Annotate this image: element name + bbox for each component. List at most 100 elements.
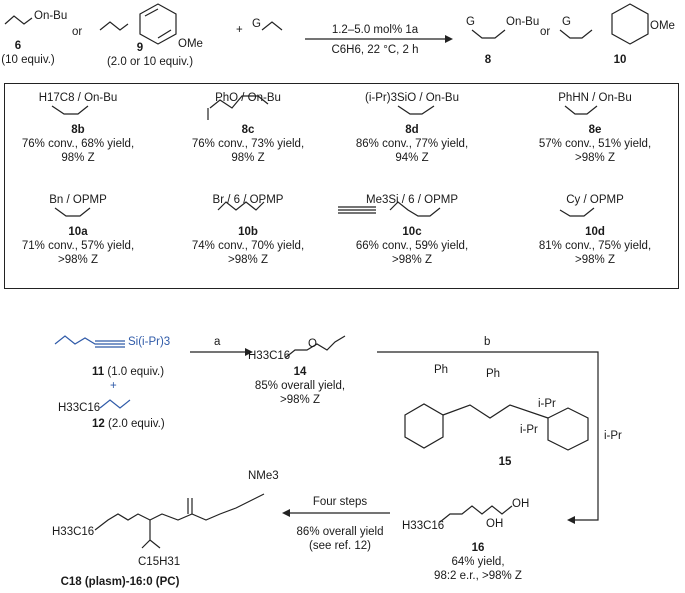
product-10c-struct: Me3Si / 6 / OPMP bbox=[365, 194, 459, 206]
product-8b-struct: H17C8 / On-Bu bbox=[38, 92, 118, 104]
product-8e-line2: >98% Z bbox=[575, 152, 615, 164]
product-10c-number: 10c bbox=[402, 226, 422, 238]
struct-8b-bonds bbox=[51, 105, 89, 115]
product-10a-line2: >98% Z bbox=[58, 254, 98, 266]
reactant-12-bonds bbox=[99, 399, 131, 409]
product-14-bonds bbox=[284, 335, 346, 359]
steps-top: Four steps bbox=[312, 496, 368, 508]
prod16-oh1: OH bbox=[512, 498, 530, 510]
cat15-ipr3: i-Pr bbox=[604, 430, 622, 442]
sub9-equiv: (2.0 or 10 equiv.) bbox=[106, 56, 194, 68]
product-8c-line2: 98% Z bbox=[231, 152, 265, 164]
aryl-ring-9-double bbox=[144, 8, 172, 39]
cat15-ring-2 bbox=[547, 407, 589, 451]
product-10a-number: 10a bbox=[68, 226, 88, 238]
prod8-g: G bbox=[466, 16, 475, 28]
struct-8e-bonds bbox=[564, 105, 598, 115]
struct-10c-bonds bbox=[389, 201, 441, 217]
product-8d-number: 8d bbox=[405, 124, 419, 136]
product-10a-struct: Bn / OPMP bbox=[49, 194, 107, 206]
arrow-a-label: a bbox=[214, 336, 221, 348]
product-10b-number: 10b bbox=[238, 226, 258, 238]
steps-bot: (see ref. 12) bbox=[309, 540, 371, 552]
cat15-ph2: Ph bbox=[486, 368, 501, 380]
arrowhead-b bbox=[567, 516, 575, 524]
product-8d-struct: (i-Pr)3SiO / On-Bu bbox=[365, 92, 459, 104]
steps-mid: 86% overall yield bbox=[296, 526, 384, 538]
g-vinyl-bonds bbox=[261, 21, 283, 31]
product-10-bonds bbox=[559, 29, 593, 39]
prod14-label: H33C16 bbox=[248, 350, 291, 362]
reactant11-number: 11 bbox=[92, 366, 105, 378]
vinyl-ether-6-bonds bbox=[4, 15, 33, 25]
pc-backbone-bonds bbox=[94, 493, 265, 531]
cat15-core bbox=[442, 404, 549, 419]
product-8e-struct: PhHN / On-Bu bbox=[558, 92, 632, 104]
conditions-top: 1.2–5.0 mol% 1a bbox=[331, 24, 419, 36]
prod16-line2: 98:2 e.r., >98% Z bbox=[434, 570, 522, 582]
prod10-g: G bbox=[562, 16, 571, 28]
reactant12-number-line: 12 (2.0 equiv.) bbox=[92, 418, 165, 431]
arrowhead-four-steps bbox=[282, 509, 290, 517]
arrowhead-1 bbox=[445, 35, 453, 43]
prod16-label: H33C16 bbox=[402, 520, 445, 532]
pc-name: C18 (plasm)-16:0 (PC) bbox=[60, 576, 180, 588]
arrow-b-path bbox=[377, 351, 599, 521]
prod14-o: O bbox=[308, 338, 317, 350]
cat15-number: 15 bbox=[498, 456, 512, 468]
substrate-scope-box bbox=[4, 83, 679, 289]
prod16-oh2: OH bbox=[486, 518, 504, 530]
prod8-label: On-Bu bbox=[506, 16, 540, 28]
reactant11-label: Si(i-Pr)3 bbox=[128, 336, 171, 348]
struct-8d-bonds bbox=[397, 105, 435, 115]
aryl-ring-9 bbox=[139, 3, 177, 45]
product-8e-number: 8e bbox=[588, 124, 602, 136]
prod10-number: 10 bbox=[613, 54, 627, 66]
sub6-equiv: (10 equiv.) bbox=[1, 54, 55, 66]
prod14-line2: >98% Z bbox=[280, 394, 320, 406]
product-8-bonds bbox=[471, 29, 506, 39]
reagent-g: G bbox=[252, 18, 261, 30]
prod14-line1: 85% overall yield, bbox=[254, 380, 346, 392]
vinyl-ether-9-bonds bbox=[99, 21, 129, 31]
reactant11-equiv: (1.0 equiv.) bbox=[107, 366, 165, 378]
pc-phosphate-bonds bbox=[187, 498, 193, 514]
arrow-b-label: b bbox=[484, 336, 491, 348]
prod8-number: 8 bbox=[484, 54, 492, 66]
product-10b-line1: 74% conv., 70% yield, bbox=[191, 240, 305, 252]
sub6-number: 6 bbox=[14, 40, 22, 52]
struct-10c-alkyne bbox=[338, 206, 376, 214]
plus-1: + bbox=[236, 24, 243, 36]
prod14-number: 14 bbox=[293, 366, 307, 378]
arrowhead-a bbox=[245, 348, 253, 356]
sub6-label: On-Bu bbox=[34, 10, 68, 22]
product-8c-number: 8c bbox=[241, 124, 255, 136]
struct-10b-bonds bbox=[217, 201, 265, 211]
product-10d-struct: Cy / OPMP bbox=[566, 194, 624, 206]
reactant12-label: H33C16 bbox=[58, 402, 101, 414]
conditions-bottom: C6H6, 22 °C, 2 h bbox=[331, 44, 419, 56]
pc-nme3: NMe3 bbox=[248, 470, 279, 482]
product-8c-struct: PhO / On-Bu bbox=[215, 92, 281, 104]
product-10b-line2: >98% Z bbox=[228, 254, 268, 266]
struct-10d-bonds bbox=[559, 207, 595, 217]
or-1: or bbox=[72, 26, 83, 38]
product-10c-line2: >98% Z bbox=[392, 254, 432, 266]
product-8b-line2: 98% Z bbox=[61, 152, 95, 164]
struct-8c-bonds bbox=[209, 95, 269, 109]
prod10-label: OMe bbox=[650, 20, 675, 32]
reactant12-equiv: (2.0 equiv.) bbox=[108, 418, 165, 430]
reactant11-number-line: 11 (1.0 equiv.) bbox=[92, 366, 164, 379]
product-8d-line1: 86% conv., 77% yield, bbox=[355, 138, 469, 150]
product-10a-line1: 71% conv., 57% yield, bbox=[21, 240, 135, 252]
reactant-11-bonds bbox=[54, 335, 125, 348]
cat15-ph1: Ph bbox=[434, 364, 449, 376]
product-8c-line1: 76% conv., 73% yield, bbox=[191, 138, 305, 150]
product-8d-line2: 94% Z bbox=[395, 152, 429, 164]
pc-label: H33C16 bbox=[52, 526, 95, 538]
pc-acyl-bonds bbox=[141, 520, 161, 549]
sub9-number: 9 bbox=[136, 42, 144, 54]
reactant12-number: 12 bbox=[92, 418, 105, 430]
product-10d-number: 10d bbox=[585, 226, 605, 238]
